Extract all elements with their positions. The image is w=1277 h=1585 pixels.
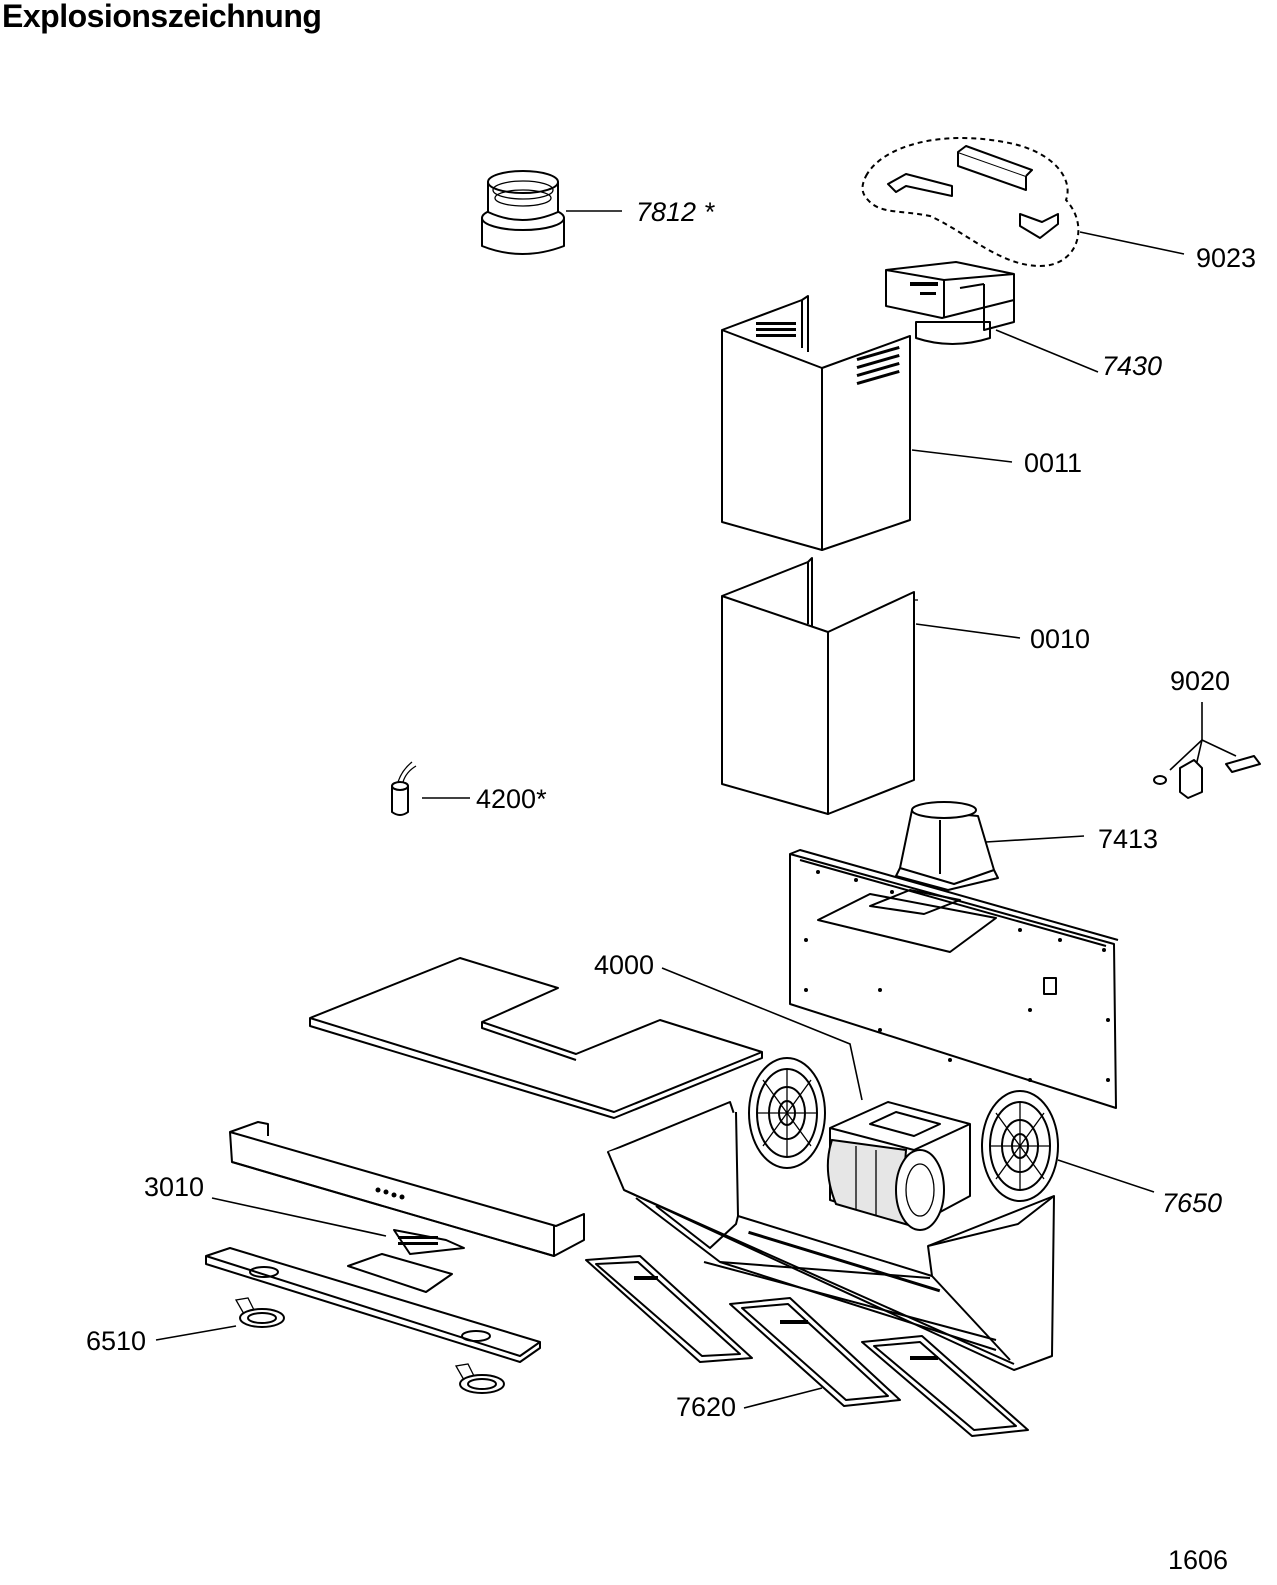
part-9020-fastener-set	[1153, 702, 1261, 799]
page-title: Explosionszeichnung	[2, 0, 322, 34]
part-6510-lamp-right	[454, 1363, 505, 1394]
label-4200: 4200*	[476, 784, 547, 814]
label-7620: 7620	[676, 1392, 736, 1422]
part-7620-grease-filter-right	[861, 1335, 1029, 1437]
label-7812: 7812 *	[636, 197, 716, 227]
label-7650: 7650	[1162, 1188, 1222, 1218]
part-7620-grease-filter-middle	[729, 1297, 901, 1407]
label-0010: 0010	[1030, 624, 1090, 654]
part-7650-fan-wheel-right	[981, 1090, 1059, 1202]
part-back-panel	[789, 849, 1119, 1109]
label-6510: 6510	[86, 1326, 146, 1356]
part-0010-lower-chimney	[721, 557, 918, 815]
label-0011: 0011	[1024, 448, 1082, 478]
part-7413-outlet-spigot	[895, 801, 999, 891]
label-9023: 9023	[1196, 243, 1256, 273]
label-7430: 7430	[1102, 351, 1162, 381]
part-top-cover-plate	[309, 957, 763, 1119]
part-9023-bracket-kit	[861, 136, 1080, 268]
part-6510-lamp-left	[234, 1297, 285, 1328]
part-hood-body	[607, 1101, 1055, 1371]
part-7650-fan-wheel-left	[748, 1057, 826, 1169]
part-3010-switch-module	[347, 1229, 465, 1293]
part-7620-grease-filter-left	[585, 1255, 753, 1363]
part-7430-air-deflector	[885, 261, 1015, 345]
label-7413: 7413	[1098, 824, 1158, 854]
part-7812-pipe-adapter	[481, 170, 565, 255]
label-3010: 3010	[144, 1172, 204, 1202]
part-front-control-bar	[229, 1121, 585, 1257]
part-0011-upper-chimney	[721, 295, 911, 551]
label-9020: 9020	[1170, 666, 1230, 696]
part-bottom-lamp-bar	[205, 1247, 541, 1363]
part-4200-capacitor	[391, 761, 417, 816]
part-4000-motor-blower	[826, 1101, 971, 1231]
page-number: 1606	[1168, 1545, 1229, 1575]
label-4000: 4000	[594, 950, 654, 980]
